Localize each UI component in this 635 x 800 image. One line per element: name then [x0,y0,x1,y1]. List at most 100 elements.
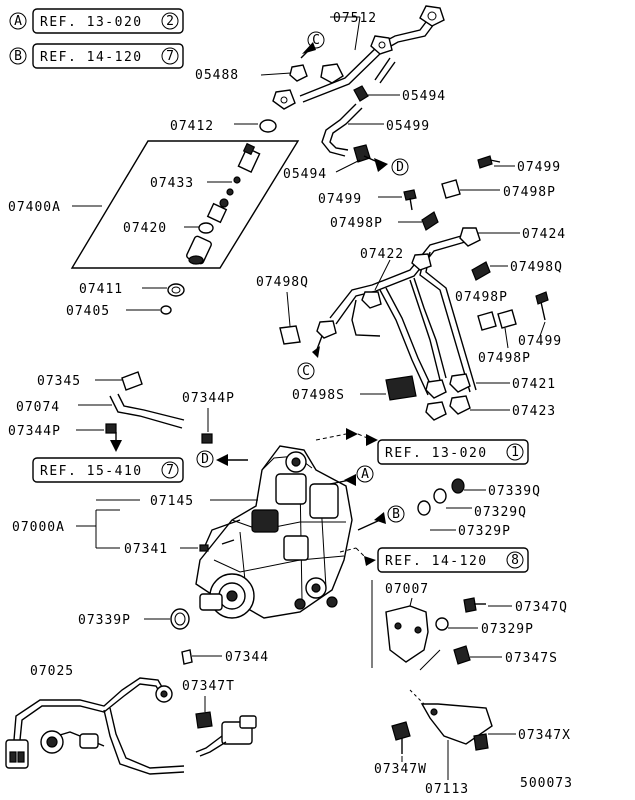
label-07512: 07512 [333,11,377,26]
delivery-valve-kit-panel [70,140,300,269]
washer-07329P-b [435,617,449,631]
washer-07329P-a [417,500,431,516]
ref-14-120-num: 8 [511,553,519,568]
ref-14-120-text: REF. 14-120 [385,554,488,569]
legend-b: B REF. 14-120 7 [9,43,184,69]
nut-07423 [425,401,447,421]
label-07433: 07433 [150,176,194,191]
label-07339P: 07339P [78,613,131,628]
label-07344: 07344 [225,650,269,665]
pipe-set-07424 [316,227,481,396]
label-07113: 07113 [425,782,469,797]
legend-a-num: 2 [166,14,174,29]
label-07329P-a: 07329P [458,524,511,539]
marker-a: A [361,467,369,482]
label-07498P-d: 07498P [478,351,531,366]
marker-c-top: C [312,33,320,48]
nut-05488 [289,64,308,82]
marker-d-lower: D [201,452,209,467]
label-05494-upper: 05494 [402,89,446,104]
label-07341: 07341 [124,542,168,557]
spring-07433 [233,176,241,184]
washer-07329Q [433,488,447,504]
ref-14-120: REF. 14-120 8 [377,547,529,573]
ref-15-410-num: 7 [166,463,174,478]
marker-d-top: D [396,160,404,175]
label-07421: 07421 [512,377,556,392]
ref-15-410: REF. 15-410 7 [32,457,184,483]
clamp-07498P-c [477,311,497,331]
hose-05499 [321,103,357,157]
bolt-07499-c [535,291,549,305]
label-07344P-right: 07344P [182,391,235,406]
diagram-code: 500073 [520,776,573,791]
o-ring-07405 [160,305,172,315]
label-07329P-b: 07329P [481,622,534,637]
label-07329Q: 07329Q [474,505,527,520]
legend-b-letter: B [14,49,22,64]
label-07499-c: 07499 [518,334,562,349]
bolt-07347T [195,711,213,729]
bolt-07347S [453,645,471,665]
clip-07344P-right [201,433,213,444]
label-07498Q-right: 07498Q [510,260,563,275]
washer-07412 [259,119,277,133]
label-07339Q: 07339Q [488,484,541,499]
ref-13-020-num: 1 [511,445,519,460]
washer-07411 [167,283,185,297]
label-07405: 07405 [66,304,110,319]
harness-07025 [5,677,185,775]
label-07145: 07145 [150,494,194,509]
marker-c-lower: C [302,364,310,379]
ref-13-020: REF. 13-020 1 [377,439,529,465]
nut-07421 [425,379,447,399]
label-07347W: 07347W [374,762,427,777]
label-07347Q: 07347Q [515,600,568,615]
label-07074: 07074 [16,400,60,415]
clamp-07498Q-left [279,325,301,345]
seal-07339P [170,608,190,630]
clamp-07498S [385,375,417,401]
marker-b: B [392,507,400,522]
label-07423: 07423 [512,404,556,419]
label-07345: 07345 [37,374,81,389]
hose-07074 [109,395,183,429]
label-07420: 07420 [123,221,167,236]
label-07498S: 07498S [292,388,345,403]
label-07422: 07422 [360,247,404,262]
label-07411: 07411 [79,282,123,297]
label-05499: 05499 [386,119,430,134]
washer-07339Q [451,478,465,494]
clamp-07498P-b [421,211,439,231]
connector-sensor [195,715,257,757]
label-07400A: 07400A [8,200,61,215]
label-07424: 07424 [522,227,566,242]
label-07499-a: 07499 [517,160,561,175]
label-07498Q-left: 07498Q [256,275,309,290]
label-07025: 07025 [30,664,74,679]
label-07498P-b: 07498P [330,216,383,231]
label-07347X: 07347X [518,728,571,743]
clamp-07498Q-right [471,261,491,281]
label-07007: 07007 [385,582,429,597]
injection-pump-07000A [195,445,353,619]
bolt-07347Q [463,597,477,613]
label-07000A: 07000A [12,520,65,535]
bolt-07499-b [403,189,417,201]
legend-a: A REF. 13-020 2 [9,8,184,34]
clip-05494-lower [353,144,371,163]
clip-07344P-left [105,423,117,434]
clip-07345 [121,371,143,391]
ref-15-410-text: REF. 15-410 [40,464,143,479]
label-07344P-left: 07344P [8,424,61,439]
clamp-07498P-a [441,179,461,199]
bolt-07347X [473,733,489,751]
label-07499-b: 07499 [318,192,362,207]
legend-a-letter: A [14,14,22,29]
bolt-07499-a [477,155,493,169]
bolt-07347W [391,721,411,741]
valve-holder [237,142,261,173]
label-07412: 07412 [170,119,214,134]
label-05488: 05488 [195,68,239,83]
